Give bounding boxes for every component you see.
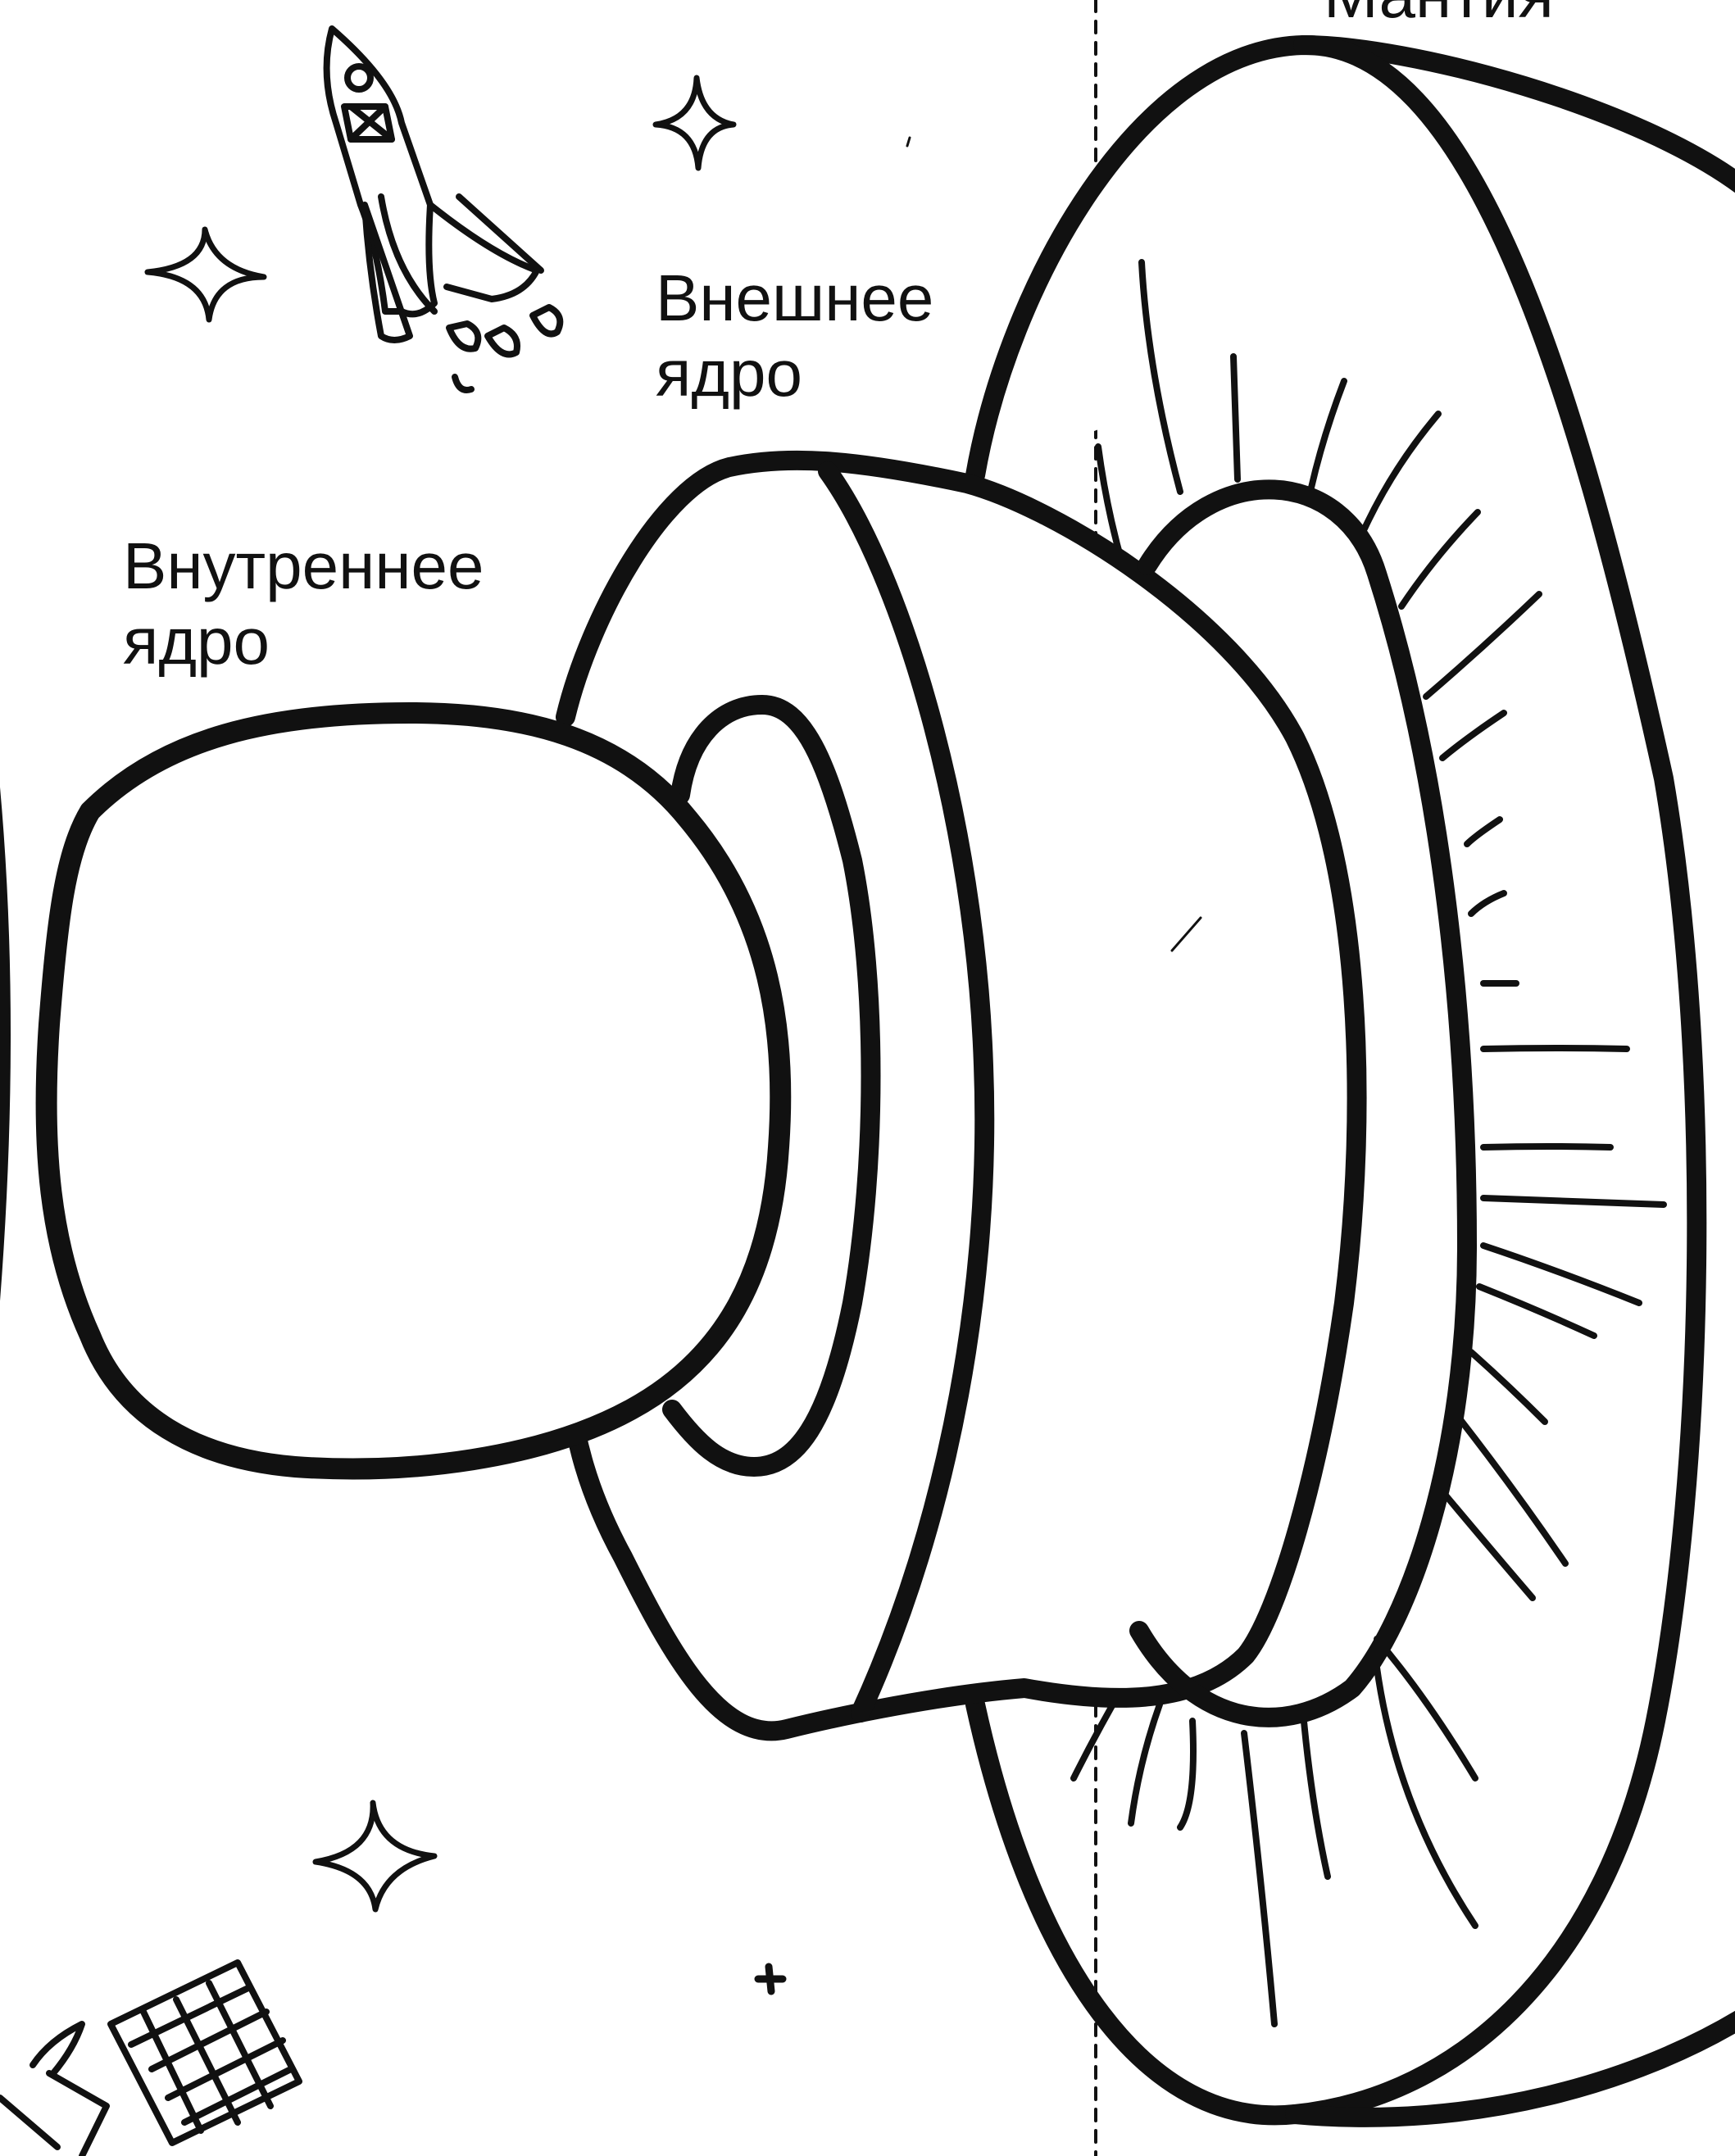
inner-core-ball bbox=[47, 713, 781, 1468]
label-outer-core: Внешнее ядро bbox=[656, 261, 933, 411]
label-outer-core-line2: ядро bbox=[656, 336, 933, 411]
left-edge-arc bbox=[0, 778, 3, 1311]
rocket-icon bbox=[327, 29, 561, 390]
label-inner-core-line1: Внутреннее bbox=[123, 529, 484, 604]
label-mantle-text: Мантия bbox=[1324, 0, 1554, 33]
satellite-icon bbox=[0, 1963, 299, 2156]
label-inner-core: Внутреннее ядро bbox=[123, 529, 484, 679]
label-outer-core-line1: Внешнее bbox=[656, 261, 933, 336]
label-mantle: Мантия bbox=[1324, 0, 1554, 33]
label-inner-core-line2: ядро bbox=[123, 604, 484, 679]
mantle-outer-rim bbox=[975, 45, 1735, 475]
pencil-mark-2 bbox=[907, 138, 910, 146]
